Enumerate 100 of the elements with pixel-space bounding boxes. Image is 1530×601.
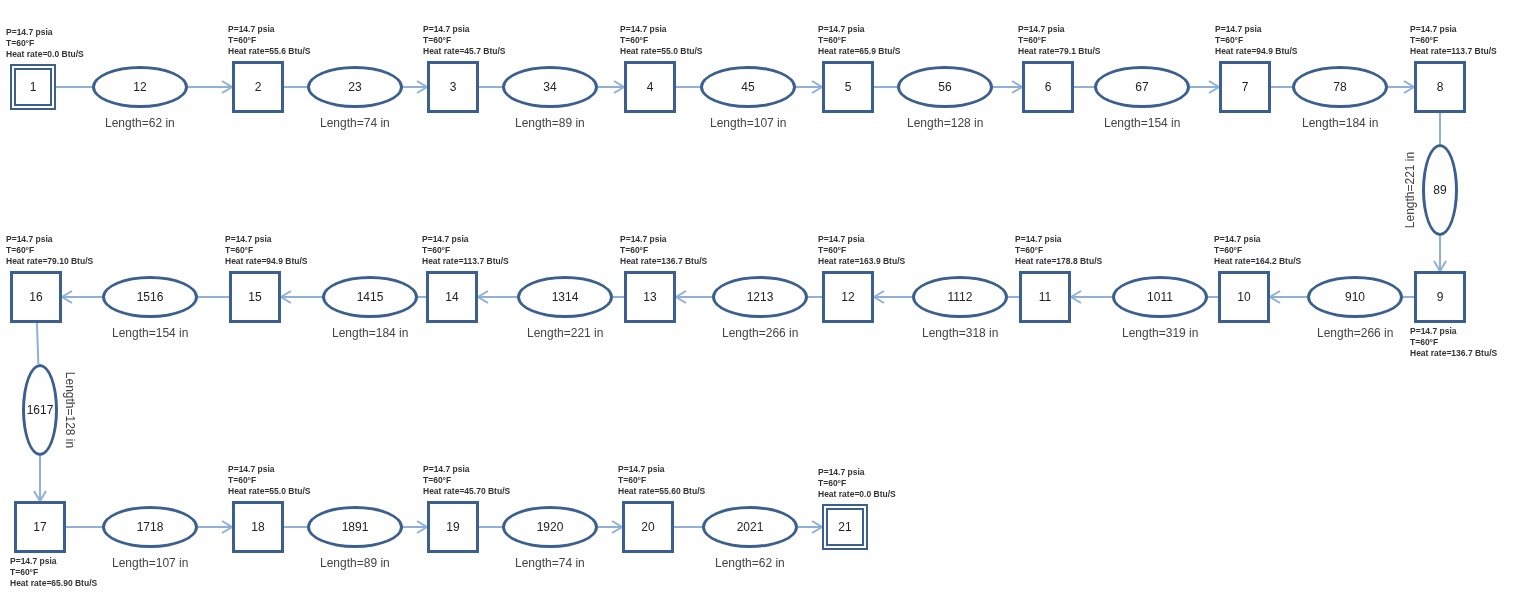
junction-box: 5	[822, 61, 874, 113]
node-condition-text: T=60°F	[818, 245, 847, 256]
node-condition-text: Heat rate=113.7 Btu/S	[1410, 46, 1497, 57]
node-condition-text: P=14.7 psia	[1015, 234, 1062, 245]
junction-box: 16	[10, 271, 62, 323]
node-condition-text: P=14.7 psia	[620, 234, 667, 245]
node-condition-text: Heat rate=164.2 Btu/S	[1214, 256, 1302, 267]
pipe-ellipse: 67	[1094, 66, 1190, 108]
pipe-ellipse: 1112	[912, 276, 1008, 318]
arrow	[675, 290, 713, 304]
junction-box: 2	[232, 61, 284, 113]
node-condition-text: T=60°F	[6, 38, 35, 49]
arrow	[1189, 80, 1220, 94]
pipe-length-text: Length=128 in	[63, 371, 78, 449]
junction-box: 11	[1019, 271, 1071, 323]
node-condition-text: Heat rate=55.0 Btu/S	[228, 486, 311, 497]
pipe-ellipse: 1920	[502, 506, 598, 548]
arrow	[197, 520, 233, 534]
junction-box: 4	[624, 61, 676, 113]
pipe-length-text: Length=154 in	[112, 326, 189, 340]
node-condition-text: Heat rate=45.7 Btu/S	[423, 46, 506, 57]
pipe-ellipse: 1516	[102, 276, 198, 318]
pipe-ellipse: 1213	[712, 276, 808, 318]
pipe-length-text: Length=184 in	[1302, 116, 1379, 130]
node-condition-text: P=14.7 psia	[422, 234, 469, 245]
node-condition-text: T=60°F	[620, 35, 649, 46]
node-condition-text: P=14.7 psia	[228, 464, 275, 475]
junction-box: 21	[822, 504, 868, 550]
pipe-ellipse: 78	[1292, 66, 1388, 108]
pipe-ellipse: 1891	[307, 506, 403, 548]
junction-box: 17	[14, 501, 66, 553]
pipe-length-text: Length=154 in	[1104, 116, 1181, 130]
arrow	[1387, 80, 1415, 94]
arrow	[1433, 235, 1447, 272]
connector-line	[1402, 296, 1415, 298]
connector-line	[478, 86, 503, 88]
pipe-length-text: Length=221 in	[527, 326, 604, 340]
connector-line	[283, 526, 308, 528]
junction-box: 8	[1414, 61, 1466, 113]
node-condition-text: T=60°F	[6, 245, 35, 256]
junction-box: 12	[822, 271, 874, 323]
pipe-length-text: Length=62 in	[105, 116, 175, 130]
connector-line	[55, 86, 93, 88]
pipe-ellipse: 56	[897, 66, 993, 108]
node-condition-text: T=60°F	[228, 475, 257, 486]
node-condition-text: Heat rate=79.1 Btu/S	[1018, 46, 1101, 57]
pipe-length-text: Length=221 in	[1403, 151, 1418, 229]
node-condition-text: P=14.7 psia	[1018, 24, 1065, 35]
pipe-length-text: Length=89 in	[320, 556, 390, 570]
node-condition-text: T=60°F	[1410, 337, 1439, 348]
connector-line	[1007, 296, 1020, 298]
node-condition-text: T=60°F	[818, 478, 847, 489]
arrow	[477, 290, 518, 304]
node-condition-text: P=14.7 psia	[1215, 24, 1262, 35]
connector-line	[1207, 296, 1219, 298]
arrow	[402, 80, 428, 94]
node-condition-text: P=14.7 psia	[818, 24, 865, 35]
node-condition-text: Heat rate=178.8 Btu/S	[1015, 256, 1103, 267]
pipe-length-text: Length=107 in	[112, 556, 189, 570]
node-condition-text: Heat rate=65.90 Btu/S	[10, 578, 98, 589]
node-condition-text: P=14.7 psia	[818, 467, 865, 478]
node-condition-text: P=14.7 psia	[225, 234, 272, 245]
node-condition-text: Heat rate=136.7 Btu/S	[1410, 348, 1498, 359]
pipe-length-text: Length=107 in	[710, 116, 787, 130]
node-condition-text: T=60°F	[423, 475, 452, 486]
node-condition-text: Heat rate=94.9 Btu/S	[1215, 46, 1298, 57]
node-condition-text: T=60°F	[423, 35, 452, 46]
pipe-length-text: Length=74 in	[320, 116, 390, 130]
node-condition-text: Heat rate=136.7 Btu/S	[620, 256, 708, 267]
node-condition-text: P=14.7 psia	[618, 464, 665, 475]
node-condition-text: T=60°F	[225, 245, 254, 256]
node-condition-text: Heat rate=65.9 Btu/S	[818, 46, 901, 57]
node-condition-text: Heat rate=163.9 Btu/S	[818, 256, 906, 267]
node-condition-text: Heat rate=79.10 Btu/S	[6, 256, 94, 267]
pipe-length-text: Length=62 in	[715, 556, 785, 570]
node-condition-text: T=60°F	[422, 245, 451, 256]
node-condition-text: P=14.7 psia	[6, 27, 53, 38]
junction-box: 7	[1219, 61, 1271, 113]
pipe-ellipse: 89	[1422, 144, 1458, 236]
junction-box: 15	[229, 271, 281, 323]
junction-box: 6	[1022, 61, 1074, 113]
node-condition-text: Heat rate=113.7 Btu/S	[422, 256, 509, 267]
node-condition-text: P=14.7 psia	[6, 234, 53, 245]
junction-box: 9	[1414, 271, 1466, 323]
pipe-length-text: Length=128 in	[907, 116, 984, 130]
pipe-ellipse: 34	[502, 66, 598, 108]
pipe-ellipse: 2021	[702, 506, 798, 548]
node-condition-text: T=60°F	[1215, 35, 1244, 46]
junction-box: 14	[426, 271, 478, 323]
junction-box: 18	[232, 501, 284, 553]
arrow	[402, 520, 428, 534]
arrow	[280, 290, 323, 304]
connector-line	[1439, 112, 1441, 145]
node-condition-text: Heat rate=55.0 Btu/S	[620, 46, 703, 57]
node-condition-text: T=60°F	[620, 245, 649, 256]
junction-box: 10	[1218, 271, 1270, 323]
junction-box: 19	[427, 501, 479, 553]
node-condition-text: P=14.7 psia	[1410, 326, 1457, 337]
connector-line	[283, 86, 308, 88]
junction-box: 3	[427, 61, 479, 113]
